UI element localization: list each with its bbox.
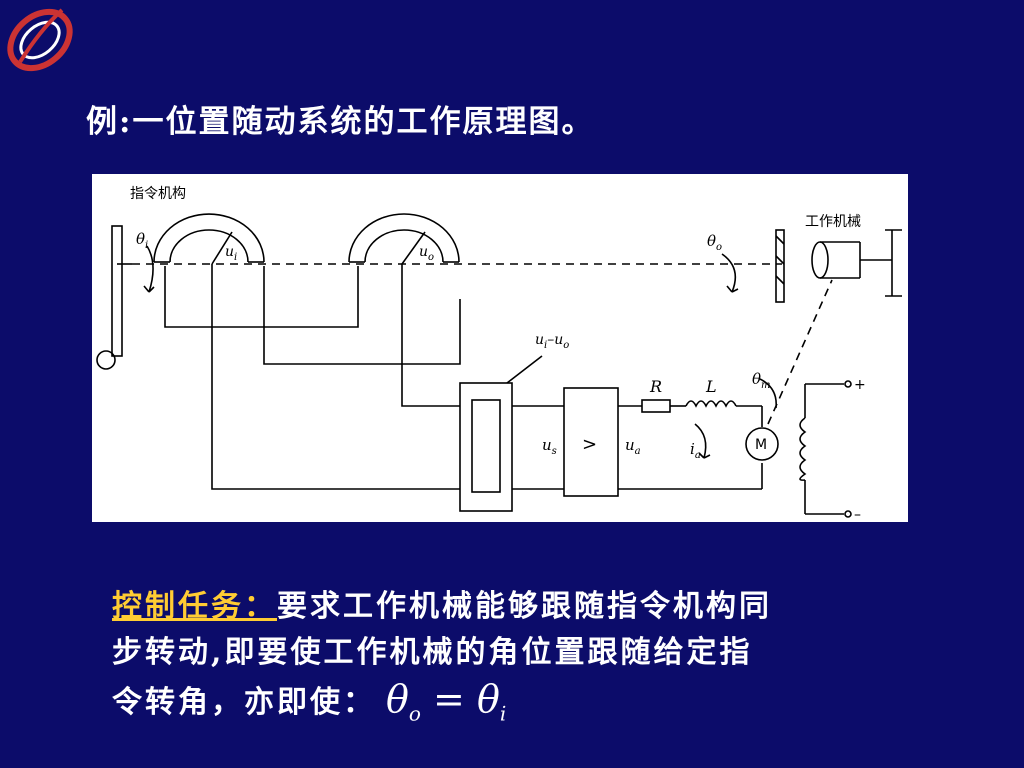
field-coil	[799, 417, 807, 481]
label-theta-o: θo	[707, 232, 722, 253]
label-u-o: uo	[419, 244, 434, 263]
control-task-text: 控制任务：要求工作机械能够跟随指令机构同 步转动,即要使工作机械的角位置跟随给定…	[112, 584, 912, 737]
command-lever	[111, 225, 123, 357]
motor-label: M	[755, 437, 767, 453]
label-u-s: us	[542, 436, 557, 457]
servo-system-diagram: 指令机构 工作机械 θi ui uo θo ui–uo us > ua R L …	[96, 186, 902, 522]
body-line-3: 令转角，亦即使： θo = θi	[112, 676, 912, 737]
amplifier-symbol: >	[582, 434, 597, 455]
gear-plate	[775, 229, 785, 303]
label-work-machine: 工作机械	[805, 214, 861, 230]
inductor	[685, 400, 737, 408]
label-theta-m: θm	[752, 370, 771, 391]
terminal-minus: –	[854, 507, 861, 522]
body-line-1: 控制任务：要求工作机械能够跟随指令机构同	[112, 584, 912, 630]
label-ui-minus-uo: ui–uo	[535, 332, 569, 351]
body-line-2: 步转动,即要使工作机械的角位置跟随给定指	[112, 635, 753, 670]
amplifier-box	[563, 387, 619, 497]
body-line-3-text: 令转角，亦即使：	[112, 685, 376, 720]
motor	[745, 427, 779, 461]
label-L: L	[705, 377, 717, 396]
label-u-i: ui	[225, 244, 237, 263]
slide-title: 例:一位置随动系统的工作原理图。	[86, 104, 595, 140]
label-i-a: ia	[690, 440, 701, 461]
equation: θo = θi	[386, 677, 507, 726]
label-R: R	[649, 377, 662, 396]
logo-icon	[7, 8, 73, 72]
resistor	[641, 399, 671, 413]
task-label: 控制任务：	[112, 589, 277, 624]
body-line-1-rest: 要求工作机械能够跟随指令机构同	[277, 589, 772, 624]
label-command-mechanism: 指令机构	[130, 186, 186, 202]
theta-i-arrow	[146, 245, 154, 293]
potentiometer-input-outer	[153, 213, 265, 263]
diagram-panel: 指令机构 工作机械 θi ui uo θo ui–uo us > ua R L …	[92, 174, 908, 522]
potentiometer-output-outer	[348, 213, 460, 263]
label-theta-i: θi	[136, 230, 148, 251]
label-u-a: ua	[625, 436, 641, 457]
command-knob	[96, 350, 116, 370]
comparator-box	[459, 382, 513, 512]
terminal-plus: +	[854, 377, 866, 393]
